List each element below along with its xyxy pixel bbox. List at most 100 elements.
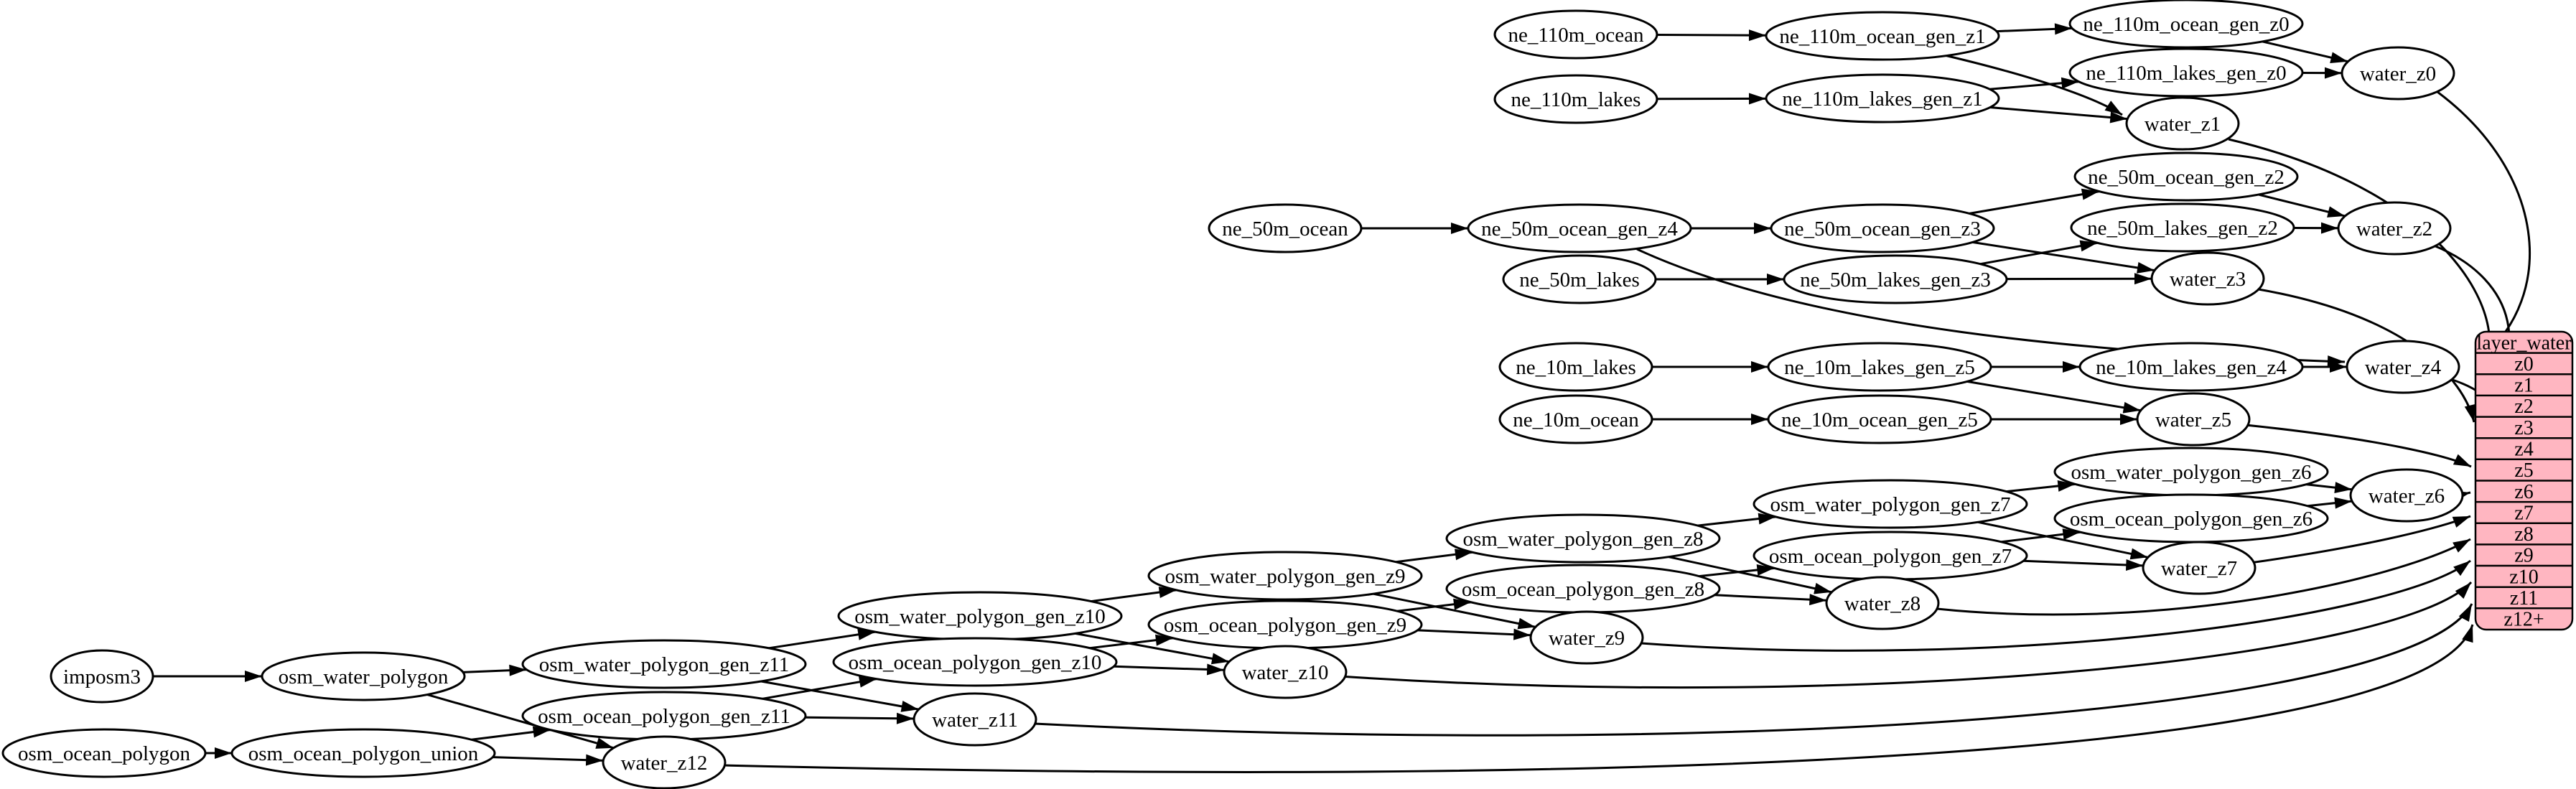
node-label-water_z2: water_z2	[2356, 218, 2432, 241]
node-water_z4: water_z4	[2346, 340, 2460, 394]
node-ne_50m_lakes: ne_50m_lakes	[1502, 254, 1657, 304]
node-shape-ne_110m_ocean_gen_z0	[2068, 0, 2304, 49]
record-row-z1: z1	[2514, 375, 2533, 397]
node-ne_50m_ocean_gen_z4: ne_50m_ocean_gen_z4	[1467, 203, 1692, 253]
edge-ne_50m_lakes_gen_z3-to-ne_50m_lakes_gen_z2	[1980, 240, 2098, 266]
edge-osm_water_polygon_gen_z9-to-water_z9	[1373, 592, 1536, 630]
node-label-water_z10: water_z10	[1242, 661, 1329, 684]
node-ne_110m_ocean_gen_z0: ne_110m_ocean_gen_z0	[2068, 0, 2304, 49]
node-water_z8: water_z8	[1825, 576, 1940, 630]
node-osm_water_polygon: osm_water_polygon	[261, 651, 466, 701]
node-shape-water_z3	[2150, 251, 2265, 306]
node-shape-ne_110m_lakes	[1493, 74, 1658, 124]
node-label-water_z0: water_z0	[2360, 62, 2436, 85]
node-label-ne_50m_ocean: ne_50m_ocean	[1222, 218, 1348, 241]
record-row-z0: z0	[2514, 353, 2533, 375]
node-label-water_z5: water_z5	[2155, 408, 2231, 431]
node-label-osm_ocean_polygon_union: osm_ocean_polygon_union	[248, 742, 479, 765]
node-label-water_z7: water_z7	[2161, 557, 2237, 580]
node-ne_50m_ocean_gen_z2: ne_50m_ocean_gen_z2	[2073, 151, 2299, 202]
node-label-osm_water_polygon: osm_water_polygon	[279, 666, 449, 688]
node-shape-ne_50m_ocean	[1208, 203, 1363, 253]
edge-osm_water_polygon_gen_z8-to-osm_water_polygon_gen_z7	[1697, 513, 1776, 527]
node-label-osm_water_polygon_gen_z6: osm_water_polygon_gen_z6	[2071, 461, 2311, 484]
node-osm_water_polygon_gen_z6: osm_water_polygon_gen_z6	[2053, 447, 2329, 497]
node-shape-imposm3	[50, 649, 154, 704]
node-label-water_z8: water_z8	[1844, 592, 1921, 615]
edge-osm_water_polygon_gen_z7-to-osm_water_polygon_gen_z6	[2006, 480, 2076, 493]
node-shape-osm_ocean_polygon	[1, 728, 207, 778]
edge-osm_water_polygon_gen_z10-to-water_z10	[1075, 632, 1230, 665]
node-shape-water_z7	[2142, 541, 2257, 595]
edge-osm_ocean_polygon_gen_z10-to-osm_ocean_polygon_gen_z9	[1089, 634, 1173, 650]
edge-osm_ocean_polygon_gen_z9-to-osm_ocean_polygon_gen_z8	[1396, 598, 1472, 612]
node-label-water_z3: water_z3	[2170, 268, 2246, 291]
node-ne_10m_ocean_gen_z5: ne_10m_ocean_gen_z5	[1767, 394, 1992, 444]
node-label-ne_10m_ocean_gen_z5: ne_10m_ocean_gen_z5	[1781, 408, 1978, 431]
node-shape-water_z8	[1825, 576, 1940, 630]
record-title: layer_water	[2476, 332, 2572, 354]
node-shape-ne_110m_lakes_gen_z1	[1765, 73, 2000, 123]
node-label-ne_50m_ocean_gen_z3: ne_50m_ocean_gen_z3	[1784, 218, 1981, 241]
record-row-z6: z6	[2514, 481, 2533, 503]
record-row-z9: z9	[2514, 545, 2533, 567]
node-label-osm_water_polygon_gen_z11: osm_water_polygon_gen_z11	[539, 653, 789, 676]
node-label-imposm3: imposm3	[63, 666, 141, 688]
edge-water_z0-to-layer_water-z0	[2437, 90, 2531, 360]
node-label-ne_110m_ocean: ne_110m_ocean	[1508, 24, 1644, 47]
node-shape-ne_10m_lakes_gen_z4	[2078, 342, 2304, 392]
node-shape-water_z0	[2341, 46, 2455, 101]
node-label-ne_110m_ocean_gen_z0: ne_110m_ocean_gen_z0	[2083, 13, 2289, 36]
node-water_z10: water_z10	[1223, 645, 1348, 699]
edge-osm_ocean_polygon_union-to-water_z12	[493, 754, 604, 766]
edge-osm_ocean_polygon_gen_z11-to-osm_ocean_polygon_gen_z10	[762, 676, 877, 700]
node-label-ne_110m_lakes: ne_110m_lakes	[1511, 88, 1641, 111]
edge-ne_50m_ocean_gen_z3-to-water_z3	[1972, 241, 2155, 274]
node-shape-ne_50m_ocean_gen_z4	[1467, 203, 1692, 253]
node-ne_10m_lakes: ne_10m_lakes	[1498, 342, 1653, 392]
node-shape-water_z4	[2346, 340, 2460, 394]
node-label-osm_ocean_polygon_gen_z6: osm_ocean_polygon_gen_z6	[2070, 508, 2313, 531]
node-shape-ne_110m_ocean_gen_z1	[1765, 11, 2000, 61]
node-label-water_z6: water_z6	[2369, 485, 2445, 508]
edge-ne_50m_ocean_gen_z3-to-ne_50m_ocean_gen_z2	[1969, 188, 2100, 215]
edge-water_z10-to-layer_water-z10	[1339, 581, 2473, 689]
node-shape-water_z5	[2136, 392, 2251, 447]
node-osm_ocean_polygon: osm_ocean_polygon	[1, 728, 207, 778]
record-row-z12+: z12+	[2503, 609, 2544, 631]
node-label-ne_10m_lakes_gen_z5: ne_10m_lakes_gen_z5	[1784, 356, 1975, 379]
edge-osm_ocean_polygon_gen_z9-to-water_z9	[1417, 628, 1531, 640]
edge-osm_ocean_polygon_union-to-osm_ocean_polygon_gen_z11	[471, 726, 551, 741]
node-shape-ne_50m_ocean_gen_z3	[1770, 203, 1995, 253]
node-water_z3: water_z3	[2150, 251, 2265, 306]
edge-ne_50m_ocean_gen_z2-to-water_z2	[2258, 193, 2346, 218]
node-label-ne_50m_lakes: ne_50m_lakes	[1519, 269, 1640, 291]
node-label-osm_water_polygon_gen_z8: osm_water_polygon_gen_z8	[1462, 528, 1703, 551]
node-water_z2: water_z2	[2337, 201, 2452, 256]
edge-osm_ocean_polygon_gen_z7-to-osm_ocean_polygon_gen_z6	[2001, 528, 2081, 543]
edge-osm_ocean_polygon_gen_z6-to-water_z6	[2307, 497, 2353, 509]
node-osm_water_polygon_gen_z7: osm_water_polygon_gen_z7	[1753, 479, 2028, 529]
node-osm_water_polygon_gen_z8: osm_water_polygon_gen_z8	[1445, 513, 1721, 564]
edge-ne_110m_ocean_gen_z1-to-ne_110m_ocean_gen_z0	[1996, 23, 2073, 35]
node-label-osm_water_polygon_gen_z9: osm_water_polygon_gen_z9	[1165, 565, 1405, 588]
node-osm_ocean_polygon_gen_z11: osm_ocean_polygon_gen_z11	[521, 691, 807, 741]
edge-water_z7-to-layer_water-z7	[2249, 515, 2471, 564]
node-ne_10m_lakes_gen_z4: ne_10m_lakes_gen_z4	[2078, 342, 2304, 392]
node-label-ne_110m_lakes_gen_z1: ne_110m_lakes_gen_z1	[1782, 88, 1982, 111]
node-label-ne_50m_lakes_gen_z2: ne_50m_lakes_gen_z2	[2087, 217, 2278, 240]
node-label-water_z12: water_z12	[621, 752, 708, 775]
node-label-ne_10m_lakes_gen_z4: ne_10m_lakes_gen_z4	[2096, 356, 2287, 379]
edge-osm_water_polygon-to-osm_water_polygon_gen_z11	[462, 664, 527, 676]
edge-water_z9-to-layer_water-z9	[1641, 559, 2471, 652]
edge-ne_110m_lakes_gen_z1-to-water_z1	[1989, 106, 2128, 123]
node-shape-osm_water_polygon_gen_z9	[1147, 551, 1423, 601]
record-row-z4: z4	[2514, 439, 2533, 461]
edge-water_z11-to-layer_water-z11	[1034, 603, 2473, 737]
node-label-ne_50m_ocean_gen_z2: ne_50m_ocean_gen_z2	[2088, 166, 2285, 189]
node-shape-water_z2	[2337, 201, 2452, 256]
node-water_z0: water_z0	[2341, 46, 2455, 101]
edge-osm_water_polygon_gen_z11-to-osm_water_polygon_gen_z10	[768, 628, 876, 650]
